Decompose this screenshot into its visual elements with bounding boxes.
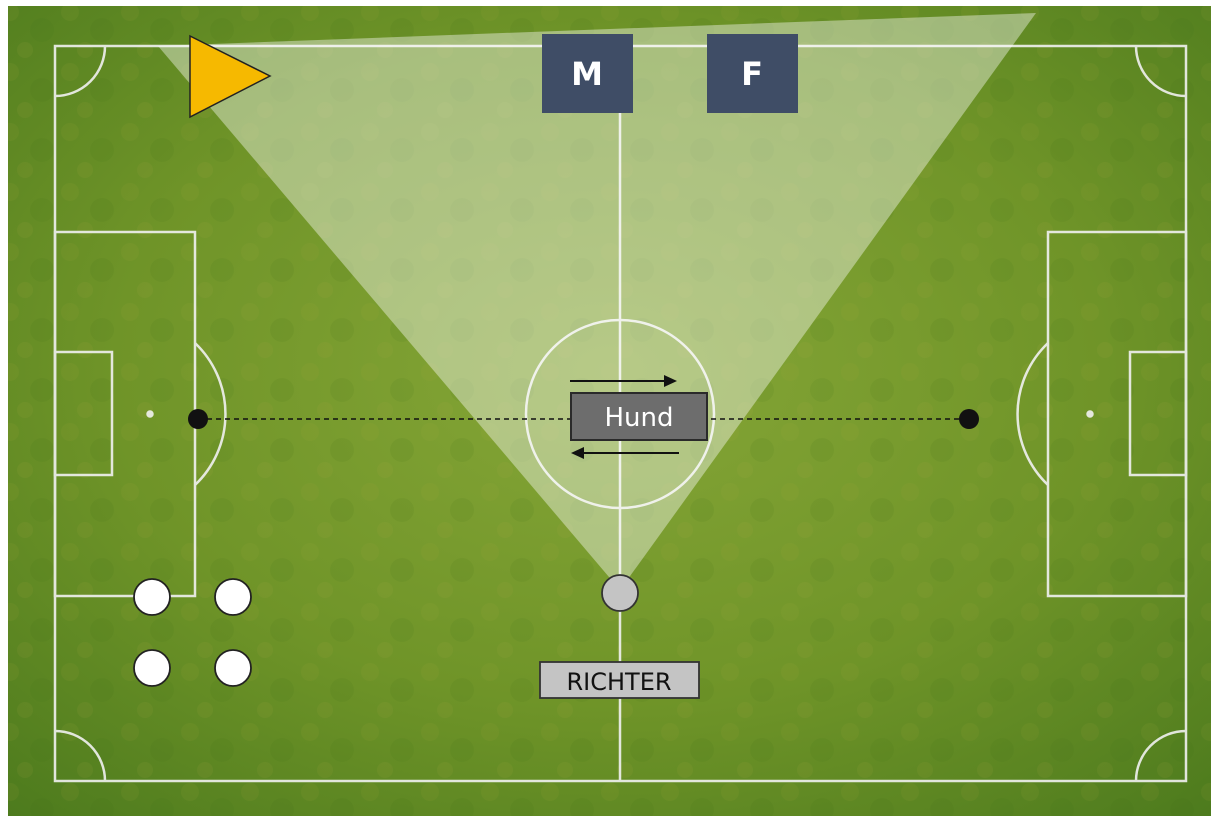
marker-f-label: F xyxy=(741,55,763,93)
player-marker xyxy=(134,650,170,686)
judge-box: RICHTER xyxy=(540,662,699,698)
dog-label: Hund xyxy=(604,403,673,433)
track-endpoint-right xyxy=(959,409,979,429)
dog-box: Hund xyxy=(571,393,707,440)
judge-position-icon xyxy=(602,575,638,611)
track-endpoint-left xyxy=(188,409,208,429)
player-marker xyxy=(134,579,170,615)
player-marker xyxy=(215,650,251,686)
left-penalty-spot xyxy=(148,412,153,417)
marker-m-box: M xyxy=(542,34,633,113)
judge-label: RICHTER xyxy=(566,668,671,696)
marker-m-label: M xyxy=(571,55,603,93)
player-marker xyxy=(215,579,251,615)
right-penalty-spot xyxy=(1088,412,1093,417)
marker-f-box: F xyxy=(707,34,798,113)
